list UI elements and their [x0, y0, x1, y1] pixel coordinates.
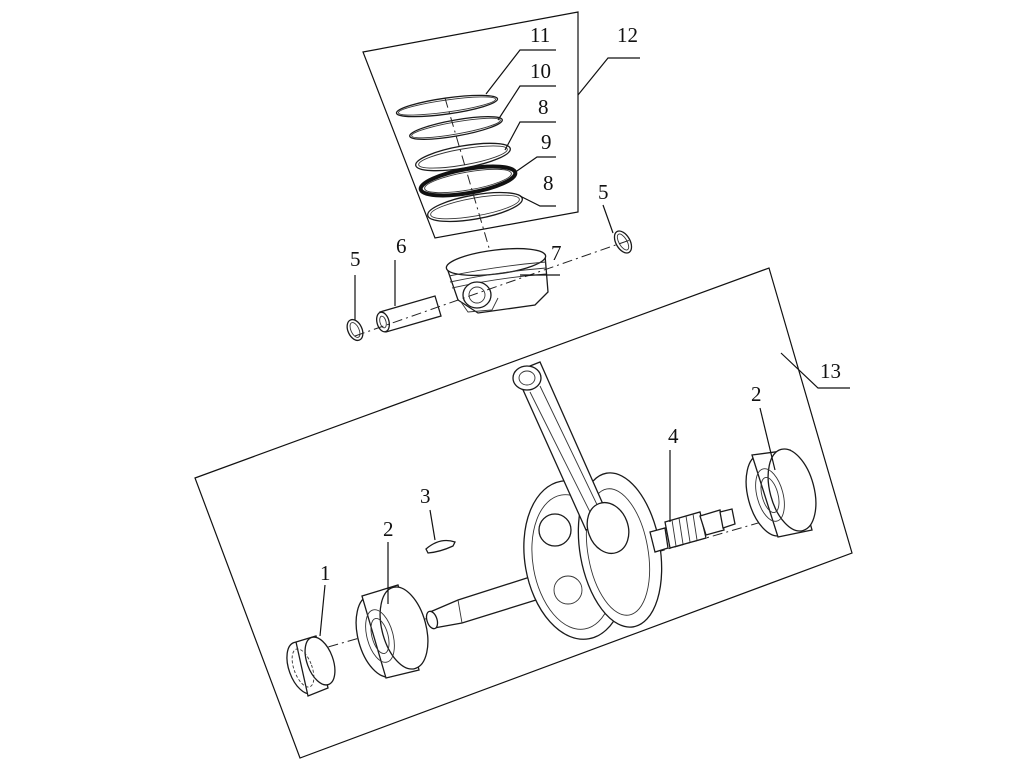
callout-8-lower: 8	[543, 171, 554, 195]
crankshaft-assembly-frame	[194, 267, 853, 759]
leader-lines	[319, 49, 850, 637]
callout-4: 4	[668, 424, 679, 448]
piston-pin-clip-left	[346, 318, 364, 342]
callout-8-upper: 8	[538, 95, 549, 119]
callout-10: 10	[530, 59, 551, 83]
callout-5-right: 5	[598, 180, 609, 204]
callout-12: 12	[617, 23, 638, 47]
woodruff-key	[425, 539, 456, 554]
callout-2-left: 2	[383, 517, 394, 541]
piston-ring-8-lower	[427, 191, 523, 223]
connecting-rod	[512, 361, 630, 555]
ring-axis-centerline	[444, 97, 493, 259]
piston-ring-10	[409, 116, 503, 140]
callout-13: 13	[820, 359, 841, 383]
callout-5-left: 5	[350, 247, 361, 271]
callout-11: 11	[530, 23, 550, 47]
callout-6: 6	[396, 234, 407, 258]
callout-2-right: 2	[751, 382, 762, 406]
piston	[445, 247, 549, 314]
callout-3: 3	[420, 484, 431, 508]
piston-pin	[376, 295, 442, 333]
piston-ring-group-frame	[362, 11, 579, 239]
needle-bearing	[286, 635, 336, 697]
callout-7: 7	[551, 241, 562, 265]
ball-bearing-left	[355, 584, 429, 679]
ball-bearing-right	[745, 448, 817, 538]
callout-9: 9	[541, 130, 552, 154]
callout-1: 1	[320, 561, 331, 585]
crankshaft-right-shaft	[649, 508, 736, 553]
pin-axis-centerline	[354, 239, 631, 337]
